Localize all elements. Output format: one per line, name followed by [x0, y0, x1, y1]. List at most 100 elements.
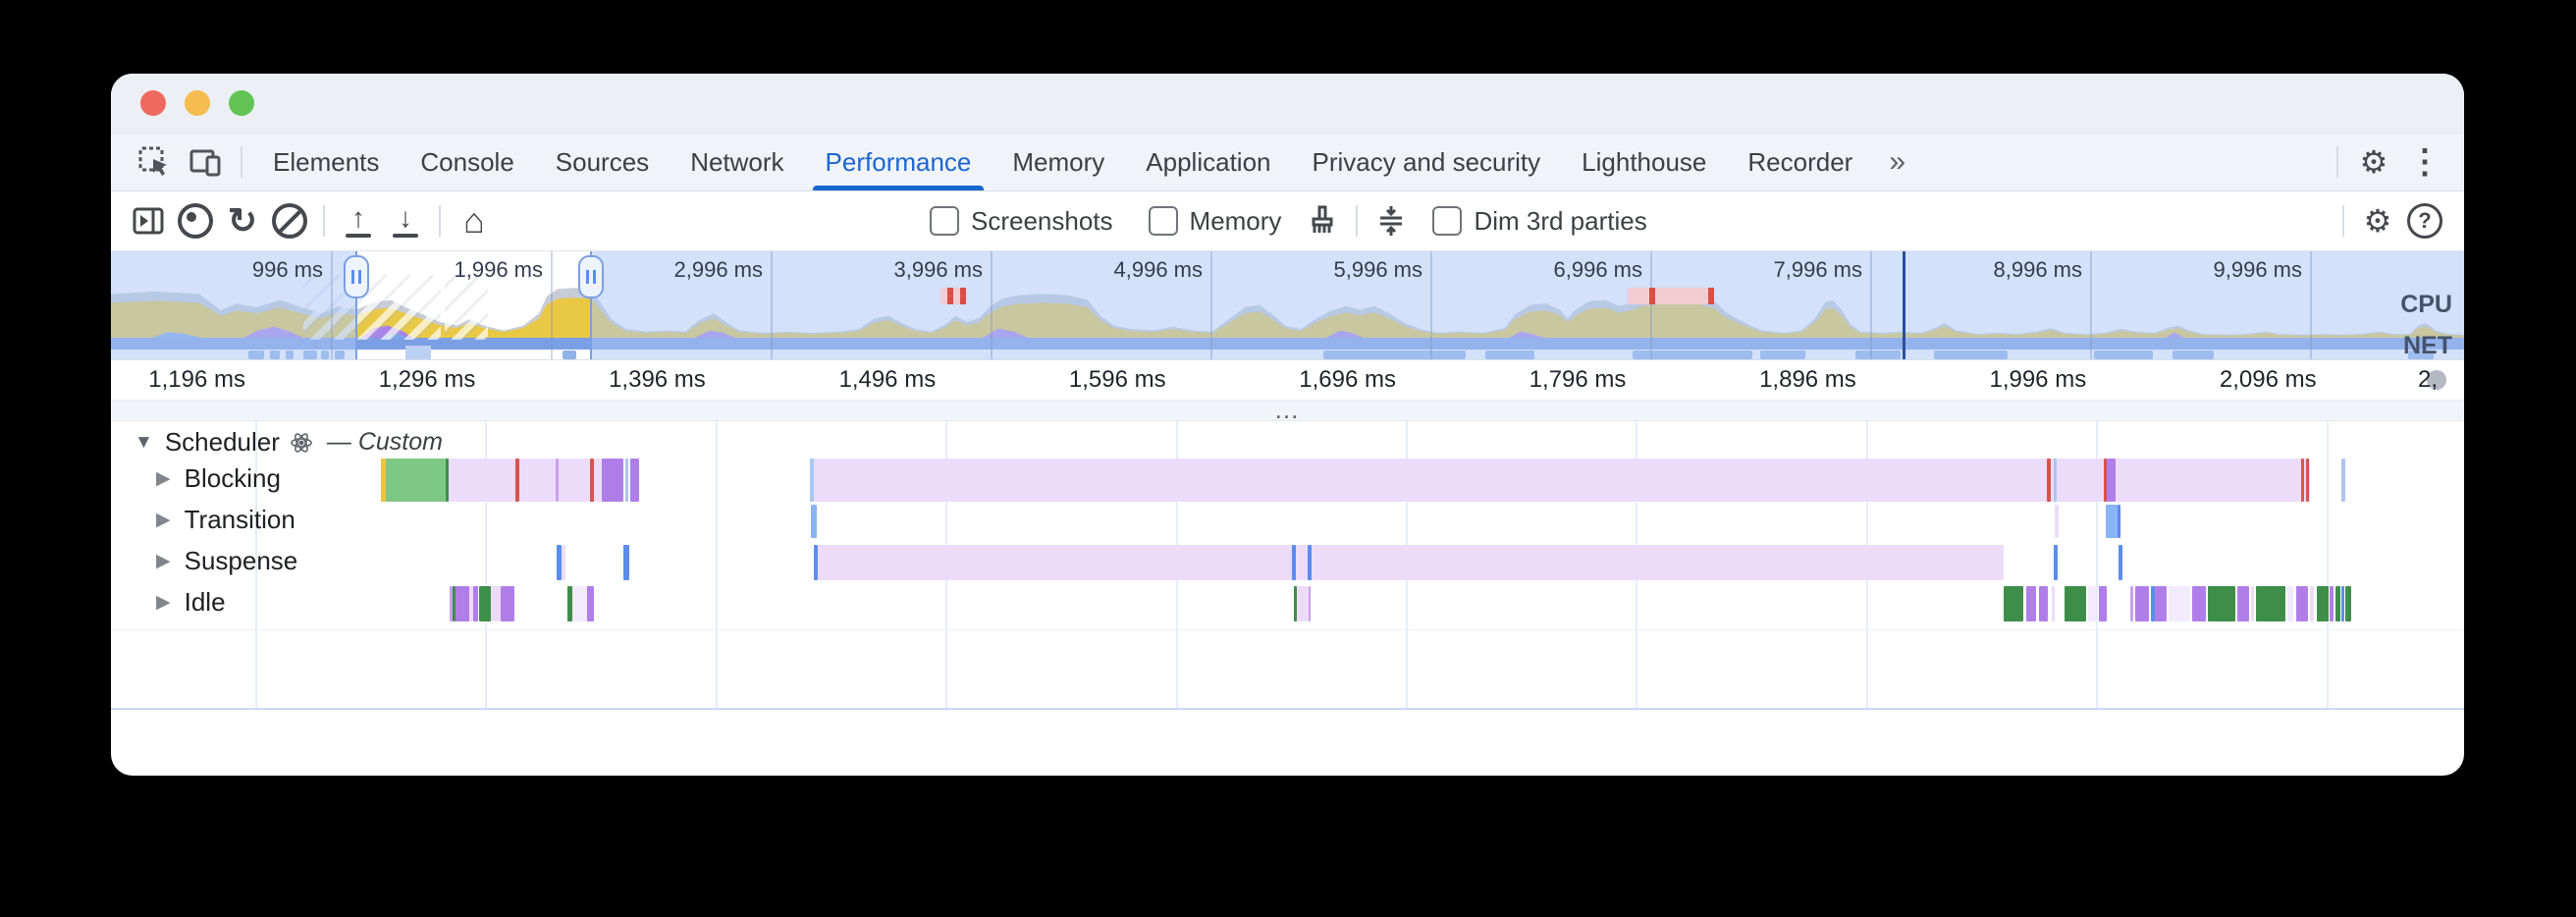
flame-bar[interactable]: [2052, 586, 2055, 621]
garbage-collect-broom-icon[interactable]: [1299, 197, 1346, 244]
flame-bar[interactable]: [2099, 586, 2107, 621]
flame-bar[interactable]: [562, 545, 565, 580]
flame-bar[interactable]: [2055, 505, 2059, 538]
flame-bar[interactable]: [2251, 586, 2254, 621]
screenshots-checkbox[interactable]: Screenshots: [930, 206, 1113, 237]
panel-resize-handle[interactable]: …: [111, 395, 2464, 424]
record-and-reload-button[interactable]: ↻: [227, 200, 258, 241]
flame-bar[interactable]: [2306, 458, 2309, 502]
flame-bar[interactable]: [2151, 586, 2155, 621]
flame-bar[interactable]: [814, 458, 2310, 502]
minimize-window-button[interactable]: [185, 90, 210, 116]
devtools-settings-gear-icon[interactable]: ⚙: [2359, 144, 2388, 180]
flame-bar[interactable]: [2330, 586, 2334, 621]
flame-bar[interactable]: [2155, 586, 2167, 621]
flame-bar[interactable]: [2104, 458, 2107, 502]
flame-bar[interactable]: [1308, 545, 1312, 580]
flame-bar[interactable]: [453, 586, 456, 621]
flame-bar[interactable]: [2054, 545, 2058, 580]
ruler-scrollbar-thumb[interactable]: [2427, 370, 2446, 390]
flame-bar[interactable]: [2345, 586, 2351, 621]
flame-bar[interactable]: [381, 458, 386, 502]
flame-bar[interactable]: [2039, 586, 2048, 621]
track-row-suspense[interactable]: ▶Suspense: [156, 546, 297, 576]
flame-bar[interactable]: [2335, 586, 2340, 621]
flame-bar[interactable]: [456, 586, 469, 621]
flame-bar[interactable]: [2237, 586, 2249, 621]
tab-recorder[interactable]: Recorder: [1747, 146, 1853, 177]
collapse-flame-icon[interactable]: [1368, 197, 1415, 244]
flame-bar[interactable]: [491, 586, 501, 621]
toggle-sidebar-icon[interactable]: [125, 197, 172, 244]
flame-chart-tracks[interactable]: ▼ Scheduler — Custom ▶Blocking ▶Transitio…: [111, 421, 2464, 710]
flame-bar[interactable]: [449, 458, 515, 502]
tab-elements[interactable]: Elements: [273, 146, 380, 177]
load-profile-button[interactable]: ↑: [335, 197, 382, 244]
flame-bar[interactable]: [2004, 586, 2023, 621]
track-row-transition[interactable]: ▶Transition: [156, 505, 295, 535]
flame-bar[interactable]: [2047, 458, 2051, 502]
flame-bar[interactable]: [2341, 586, 2344, 621]
flame-bar[interactable]: [519, 458, 556, 502]
help-icon[interactable]: ?: [2401, 197, 2448, 244]
flame-bar[interactable]: [814, 545, 818, 580]
flame-bar[interactable]: [1294, 586, 1297, 621]
flame-bar[interactable]: [2054, 458, 2057, 502]
capture-settings-gear-icon[interactable]: ⚙: [2363, 203, 2392, 239]
tab-network[interactable]: Network: [690, 146, 784, 177]
flame-bar[interactable]: [559, 458, 590, 502]
flame-bar[interactable]: [450, 586, 453, 621]
live-metrics-home-icon[interactable]: ⌂: [463, 200, 485, 241]
tab-application[interactable]: Application: [1146, 146, 1271, 177]
flame-bar[interactable]: [567, 586, 572, 621]
flame-bar[interactable]: [2130, 586, 2133, 621]
flame-bar[interactable]: [2135, 586, 2149, 621]
dim-3rd-parties-checkbox[interactable]: Dim 3rd parties: [1432, 206, 1647, 237]
flame-bar[interactable]: [2026, 586, 2036, 621]
tab-memory[interactable]: Memory: [1012, 146, 1105, 177]
flame-bar[interactable]: [572, 586, 587, 621]
flame-bar[interactable]: [557, 545, 562, 580]
flame-bar[interactable]: [2341, 458, 2345, 502]
flame-bar[interactable]: [2088, 586, 2096, 621]
tab-performance[interactable]: Performance: [805, 134, 993, 190]
flame-bar[interactable]: [625, 458, 628, 502]
flame-bar[interactable]: [2317, 586, 2329, 621]
flame-bar[interactable]: [587, 586, 594, 621]
memory-checkbox[interactable]: Memory: [1148, 206, 1281, 237]
flame-bar[interactable]: [556, 458, 559, 502]
flame-bar[interactable]: [1292, 545, 1296, 580]
clear-button[interactable]: [266, 197, 313, 244]
flame-bar[interactable]: [2310, 586, 2314, 621]
more-tabs-button[interactable]: »: [1889, 145, 1906, 178]
flame-bar[interactable]: [811, 505, 817, 538]
close-window-button[interactable]: [140, 90, 166, 116]
flame-bar[interactable]: [515, 458, 519, 502]
tab-privacy-and-security[interactable]: Privacy and security: [1312, 146, 1541, 177]
flame-bar[interactable]: [2107, 458, 2116, 502]
flame-bar[interactable]: [818, 545, 2004, 580]
tab-console[interactable]: Console: [420, 146, 514, 177]
flame-bar[interactable]: [2208, 586, 2235, 621]
track-row-blocking[interactable]: ▶Blocking: [156, 463, 281, 494]
flame-bar[interactable]: [2256, 586, 2285, 621]
flame-bar[interactable]: [2119, 545, 2122, 580]
flame-bar[interactable]: [623, 545, 629, 580]
track-group-scheduler[interactable]: ▼ Scheduler — Custom: [134, 427, 443, 458]
tab-lighthouse[interactable]: Lighthouse: [1582, 146, 1707, 177]
flame-bar[interactable]: [2301, 458, 2304, 502]
flame-bar[interactable]: [2106, 505, 2118, 538]
flame-bar[interactable]: [2296, 586, 2308, 621]
flame-bar[interactable]: [386, 458, 446, 502]
flame-bar[interactable]: [446, 458, 449, 502]
devtools-menu-kebab-icon[interactable]: ⋮: [2408, 143, 2442, 181]
flame-bar[interactable]: [602, 458, 623, 502]
tab-sources[interactable]: Sources: [555, 146, 650, 177]
flame-bar[interactable]: [2065, 586, 2086, 621]
save-profile-button[interactable]: ↓: [382, 197, 429, 244]
flame-bar[interactable]: [2287, 586, 2293, 621]
flame-bar[interactable]: [1297, 586, 1309, 621]
flame-bar[interactable]: [2192, 586, 2206, 621]
selection-handle-right[interactable]: [578, 255, 604, 298]
